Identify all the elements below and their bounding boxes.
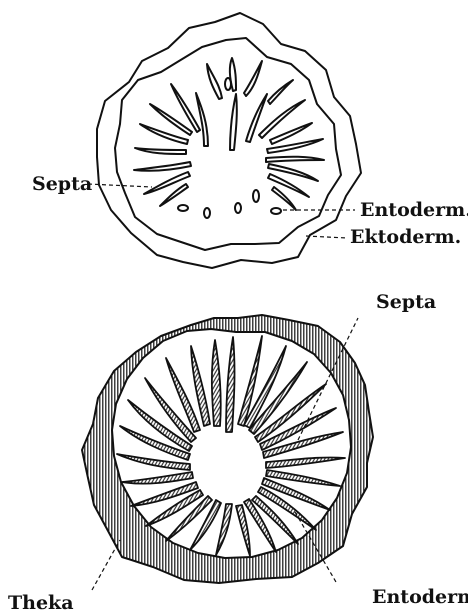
- septum-fragment: [253, 190, 259, 202]
- septum: [268, 174, 309, 197]
- septum-fragment: [235, 203, 241, 213]
- septum: [272, 187, 296, 210]
- entoderm-label-bottom: Entoderm: [372, 586, 468, 608]
- septa-label-top: Septa: [32, 173, 92, 195]
- entoderm-label-top: Entoderm.: [360, 199, 468, 221]
- septum-fragment: [271, 208, 281, 214]
- septum: [135, 148, 186, 154]
- septum: [196, 93, 208, 146]
- polyp-cross-section-top: Septa Entoderm. Ektoderm.: [32, 13, 468, 268]
- septa-leader-top: [88, 184, 152, 187]
- septum: [270, 123, 312, 144]
- theka-label-bottom: Theka: [8, 592, 74, 613]
- septum: [207, 64, 222, 99]
- ektoderm-leader-top: [306, 236, 347, 238]
- septum: [266, 157, 324, 162]
- septa-label-bottom: Septa: [376, 291, 436, 313]
- septum: [134, 162, 191, 171]
- septum: [230, 94, 237, 150]
- septum: [244, 61, 262, 96]
- top-septa-group: [134, 58, 324, 218]
- ektoderm-label-top: Ektoderm.: [350, 226, 461, 248]
- coral-skeleton-cross-section-bottom: Septa Theka Entoderm: [8, 291, 468, 613]
- septum: [268, 80, 293, 104]
- septum-fragment: [204, 208, 210, 218]
- septum-fragment: [225, 78, 231, 90]
- septum-fragment: [178, 205, 188, 211]
